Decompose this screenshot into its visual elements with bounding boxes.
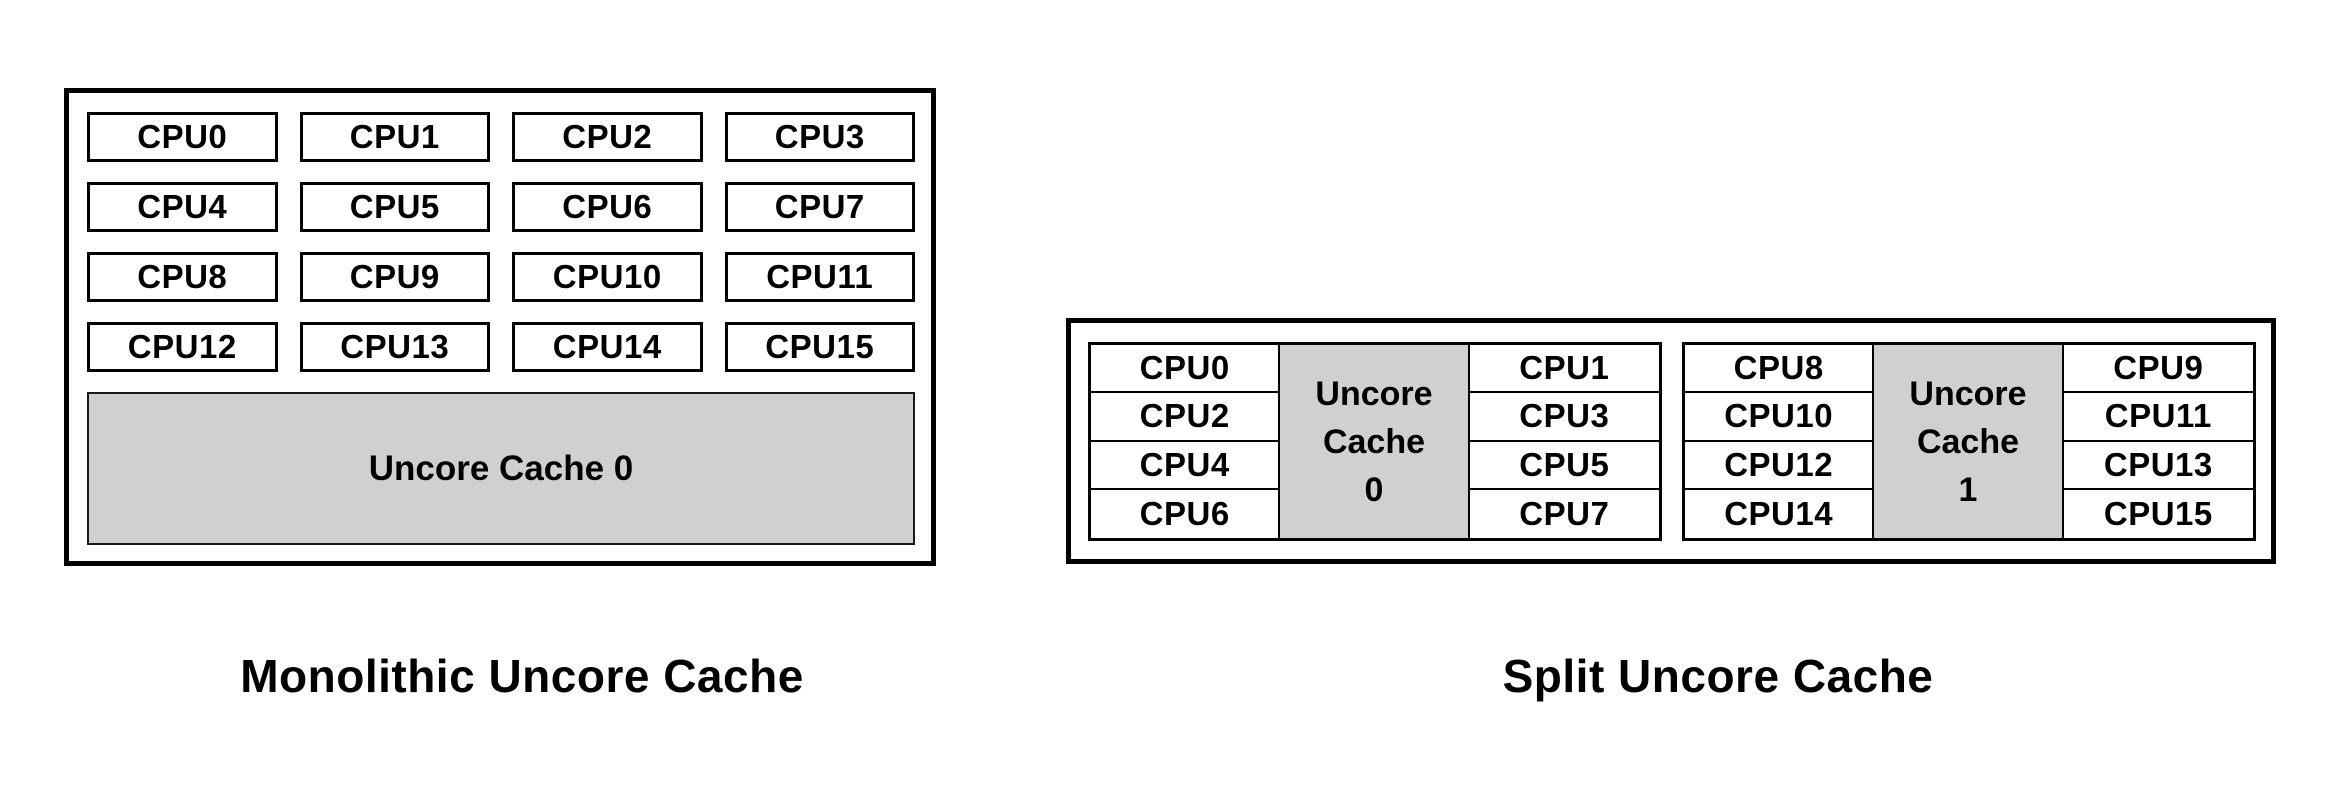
split-group-0: Uncore Cache 0 CPU0 CPU1 CPU2 CPU3 CPU4 …	[1088, 342, 1662, 541]
cpu-box: CPU6	[512, 182, 703, 232]
cache-line: 0	[1364, 470, 1384, 509]
cpu-cell: CPU14	[1685, 489, 1875, 538]
cpu-box: CPU7	[724, 182, 915, 232]
monolithic-diagram: CPU0 CPU1 CPU2 CPU3 CPU4 CPU5 CPU6 CPU7 …	[64, 88, 936, 566]
cpu-box: CPU14	[512, 322, 703, 372]
cache-line: Uncore	[1909, 374, 2027, 413]
cpu-box: CPU11	[724, 252, 915, 302]
cpu-cell: CPU4	[1091, 441, 1281, 490]
cpu-box: CPU12	[87, 322, 278, 372]
cpu-box: CPU2	[512, 112, 703, 162]
split-caption: Split Uncore Cache	[1502, 650, 1934, 702]
uncore-cache-0-box: Uncore Cache 0	[87, 392, 915, 545]
cpu-cell: CPU0	[1091, 345, 1281, 394]
cpu-cell: CPU10	[1685, 393, 1875, 442]
cpu-cell: CPU7	[1519, 494, 1610, 532]
monolithic-caption: Monolithic Uncore Cache	[240, 650, 804, 702]
cpu-cell: CPU11	[2063, 393, 2253, 442]
cpu-box: CPU5	[299, 182, 490, 232]
uncore-cache-1-cell: Uncore Cache 1	[1874, 345, 2064, 538]
cpu-box: CPU1	[299, 112, 490, 162]
cpu-cell: CPU5	[1469, 442, 1659, 490]
cache-line: 1	[1958, 470, 1978, 509]
cpu-cell: CPU15	[2103, 494, 2213, 532]
cpu-cell: CPU6	[1091, 489, 1281, 538]
cpu-box: CPU0	[87, 112, 278, 162]
cache-line: Uncore	[1315, 374, 1433, 413]
cpu-cell: CPU2	[1091, 393, 1281, 442]
cpu-cell: CPU9	[2063, 345, 2253, 394]
cpu-grid: CPU0 CPU1 CPU2 CPU3 CPU4 CPU5 CPU6 CPU7 …	[87, 112, 915, 372]
cpu-box: CPU9	[299, 252, 490, 302]
split-diagram: Uncore Cache 0 CPU0 CPU1 CPU2 CPU3 CPU4 …	[1066, 318, 2276, 564]
cpu-box: CPU13	[299, 322, 490, 372]
cpu-cell: CPU12	[1685, 441, 1875, 490]
cpu-cell: CPU13	[2063, 442, 2253, 490]
cpu-cell: CPU3	[1469, 393, 1659, 442]
cpu-box: CPU10	[512, 252, 703, 302]
uncore-cache-0-cell: Uncore Cache 0	[1280, 345, 1470, 538]
cache-line: Cache	[1916, 422, 2020, 461]
cpu-box: CPU4	[87, 182, 278, 232]
split-group-1: Uncore Cache 1 CPU8 CPU9 CPU10 CPU11 CPU…	[1682, 342, 2256, 541]
cache-line: Cache	[1322, 422, 1426, 461]
cpu-cell: CPU8	[1685, 345, 1875, 394]
cpu-box: CPU8	[87, 252, 278, 302]
cpu-box: CPU15	[724, 322, 915, 372]
cpu-cell: CPU1	[1469, 345, 1659, 394]
cpu-box: CPU3	[724, 112, 915, 162]
